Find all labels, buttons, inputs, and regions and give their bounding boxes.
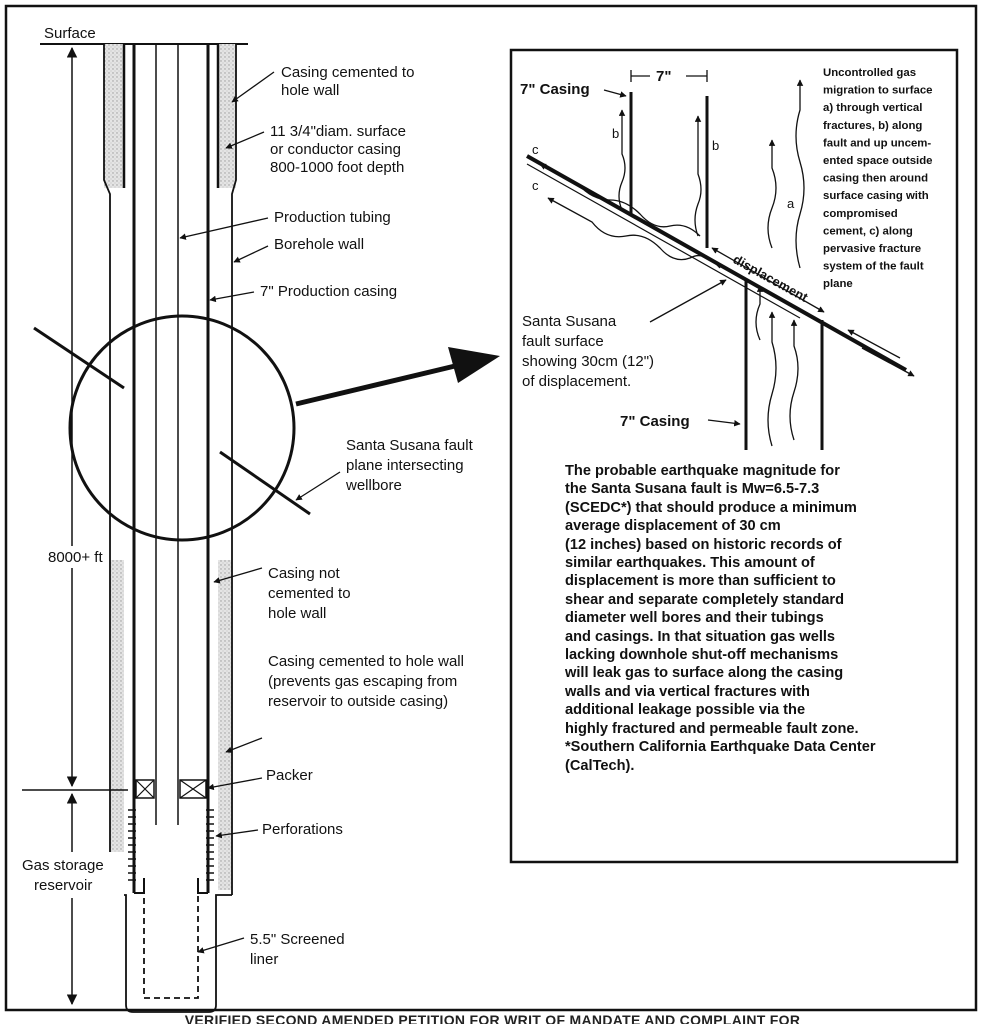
- not-cemented-label: Casing not cemented to hole wall: [268, 565, 355, 622]
- perforations-label: Perforations: [262, 821, 343, 838]
- inset-mark-b-right: b: [712, 138, 719, 153]
- paragraph-line: the Santa Susana fault is Mw=6.5-7.3: [565, 481, 820, 498]
- surface-casing-label: 11 3/4"diam. surface or conductor casing…: [270, 123, 410, 176]
- inset-width-label: 7": [656, 68, 671, 85]
- inset-mark-c-upper: c: [532, 142, 539, 157]
- surface-casing-cement: [104, 44, 124, 188]
- paragraph-line: highly fractured and permeable fault zon…: [565, 720, 859, 737]
- liner-label: 5.5" Screened liner: [250, 931, 349, 968]
- inset-detail: [526, 70, 915, 450]
- outer-frame: [4, 4, 978, 1012]
- production-tubing-label: Production tubing: [274, 209, 391, 226]
- cemented-bottom-label: Casing cemented to hole wall (prevents g…: [268, 653, 468, 710]
- borehole-wall-label: Borehole wall: [274, 236, 364, 253]
- surface-label: Surface: [44, 25, 96, 42]
- production-casing-label: 7" Production casing: [260, 283, 397, 300]
- paragraph-line: (CalTech).: [565, 757, 635, 774]
- inset-mark-b-left: b: [612, 126, 619, 141]
- paragraph-line: displacement is more than sufficient to: [565, 573, 836, 590]
- lower-casing-cement: [110, 560, 124, 890]
- inset-mark-c-lower: c: [532, 178, 539, 193]
- paragraph-line: *Southern California Earthquake Data Cen…: [565, 739, 876, 756]
- inset-casing-top-label: 7" Casing: [520, 81, 590, 98]
- magnitude-paragraph: The probable earthquake magnitude for th…: [565, 462, 965, 775]
- paragraph-line: similar earthquakes. This amount of: [565, 555, 815, 572]
- magnify-circle: [68, 314, 296, 542]
- migration-note: Uncontrolled gas migration to surface a)…: [823, 67, 936, 290]
- packer: [135, 779, 207, 799]
- page-footer: VERIFIED SECOND AMENDED PETITION FOR WRI…: [184, 1012, 801, 1024]
- paragraph-line: shear and separate completely standard: [565, 591, 845, 608]
- paragraph-line: (12 inches) based on historic records of: [565, 536, 842, 553]
- fault-surface-label: Santa Susana fault surface showing 30cm …: [522, 313, 658, 390]
- paragraph-line: additional leakage possible via the: [565, 702, 806, 719]
- fault-plane-label: Santa Susana fault plane intersecting we…: [345, 437, 477, 494]
- paragraph-line: and casings. In that situation gas wells: [565, 628, 836, 645]
- paragraph-line: walls and via vertical fractures with: [565, 683, 810, 700]
- paragraph-line: diameter well bores and their tubings: [565, 610, 824, 627]
- magnify-arrow: [448, 347, 500, 383]
- reservoir-label: Gas storage reservoir: [22, 857, 108, 894]
- paragraph-line: The probable earthquake magnitude for: [565, 463, 840, 479]
- inset-mark-a: a: [787, 196, 795, 211]
- paragraph-line: average displacement of 30 cm: [565, 518, 781, 535]
- wellbore: [22, 43, 248, 1013]
- paragraph-line: lacking downhole shut-off mechanisms: [565, 647, 839, 664]
- depth-dimension: [14, 46, 124, 1006]
- depth-label: 8000+ ft: [48, 549, 103, 566]
- fault-plane-upper: [33, 326, 125, 390]
- inset-casing-bottom-label: 7" Casing: [620, 413, 690, 430]
- screened-liner: [143, 878, 199, 999]
- paragraph-line: (SCEDC*) that should produce a minimum: [565, 499, 857, 516]
- inset-box: [509, 48, 959, 864]
- packer-label: Packer: [266, 767, 313, 784]
- casing-cemented-top-label: Casing cemented to hole wall: [281, 64, 419, 99]
- perforations: [128, 809, 214, 881]
- paragraph-line: will leak gas to surface along the casin…: [565, 665, 844, 682]
- fault-plane-lower: [219, 450, 311, 516]
